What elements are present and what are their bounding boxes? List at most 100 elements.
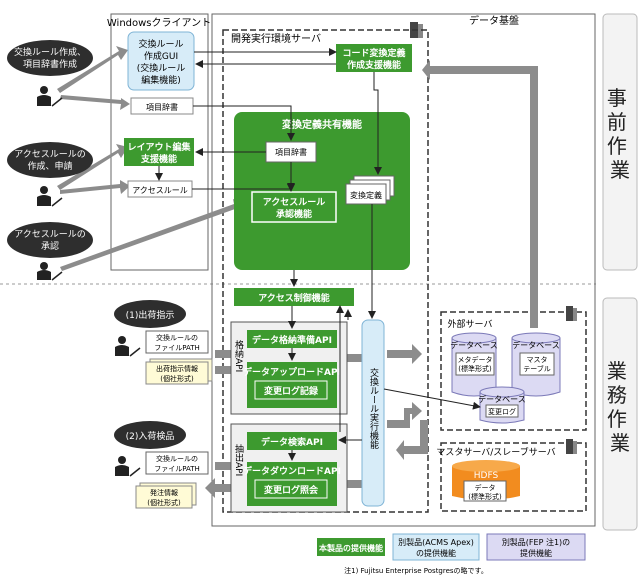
bubble-2-line-1: アクセスルールの: [14, 149, 86, 160]
data-platform-region: [211, 13, 596, 527]
access-approval-line-2: 承認機能: [276, 208, 312, 220]
pre-work-panel: [602, 13, 638, 271]
conv-def-label: 変換定義: [350, 190, 382, 200]
footnote: 注1) Fujitsu Enterprise Postgresの略です。: [344, 566, 488, 575]
operation-char-2: 務: [607, 383, 627, 407]
db2-doc-line-1: マスタ: [527, 355, 548, 364]
dict-to-shared-arrow: [193, 105, 295, 141]
legend-purple-line-2: 提供機能: [520, 548, 552, 558]
data-download-box: データダウンロードAPI 変更ログ照会: [243, 462, 341, 506]
legend-purple-swatch: [486, 533, 586, 561]
recv-path-line-1: 交換ルールの: [156, 454, 198, 463]
legend-blue-line-1: 別製品(ACMS Apex): [398, 537, 474, 547]
db2-cylinder: データベース マスタ テーブル: [511, 332, 561, 397]
user-5-icon: [115, 456, 141, 477]
change-log-record-label: 変更ログ記録: [264, 385, 319, 397]
data-search-label: データ検索API: [261, 436, 323, 448]
code-def-line-1: コード変換定義: [342, 47, 405, 59]
data-platform-title: データ基盤: [469, 14, 519, 27]
rule-gui-box: 交換ルール 作成GUI (交換ルール 編集機能): [127, 31, 195, 91]
db3-cylinder: データベース 変更ログ: [478, 386, 526, 424]
db1-label: データベース: [450, 340, 498, 350]
hdfs-doc-line-1: データ: [475, 483, 496, 492]
legend-green-label: 本製品の提供機能: [318, 543, 383, 553]
bubble-2-line-2: 作成、申請: [27, 160, 72, 172]
layout-edit-box: レイアウト編集 支援機能: [124, 138, 194, 166]
extract-to-order-arrow: [205, 478, 240, 498]
exec-func-box: 交換ルール実行機能: [361, 319, 385, 507]
recv-path-doc: 交換ルールの ファイルPATH: [145, 451, 209, 475]
pre-work-char-3: 作: [607, 134, 627, 158]
order-info-line-2: (個社形式): [147, 498, 181, 507]
db1-doc-line-1: メタデータ: [458, 355, 493, 364]
pre-work-char-4: 業: [610, 158, 630, 182]
bubble-5-text: (2)入荷検品: [126, 430, 175, 442]
master-slave-title: マスタサーバ/スレーブサーバ: [436, 446, 555, 458]
hdfs-cylinder: HDFS データ (標準形式): [452, 460, 520, 502]
client-dict-label: 項目辞書: [146, 102, 178, 112]
code-def-box: コード変換定義 作成支援機能: [336, 44, 412, 72]
windows-client-region: [110, 13, 209, 271]
access-approval-box: アクセスルール 承認機能: [251, 191, 337, 223]
legend: 本製品の提供機能 別製品(ACMS Apex) の提供機能 別製品(FEP 注1…: [317, 533, 586, 561]
bubble-5: (2)入荷検品: [114, 421, 186, 449]
exec-func-label: 交換ルール実行機能: [368, 367, 379, 450]
dev-server-title: 開発実行環境サーバ: [231, 32, 321, 45]
ship-info-line-1: 出荷指示情報: [156, 364, 198, 373]
gray-flow-arrows: [57, 46, 538, 498]
data-upload-box: データアップロードAPI 変更ログ記録: [243, 362, 341, 408]
dev-dict-label: 項目辞書: [275, 147, 307, 157]
user1-to-dict-arrow: [60, 95, 130, 110]
ship-path-line-1: 交換ルールの: [156, 333, 198, 342]
ship-info-doc: 出荷指示情報 (個社形式): [145, 358, 213, 385]
bubble-1: 交換ルール作成、 項目辞書作成: [7, 40, 93, 76]
data-upload-label: データアップロードAPI: [243, 366, 341, 378]
rule-gui-line-4: 編集機能): [141, 74, 181, 86]
exec-to-changelog-arrow: [383, 388, 481, 410]
layout-edit-line-2: 支援機能: [140, 153, 177, 165]
data-prep-box: データ格納準備API: [247, 330, 337, 348]
bubble-1-line-1: 交換ルール作成、: [14, 46, 86, 58]
operation-char-1: 業: [607, 359, 627, 383]
client-dict-doc: 項目辞書: [130, 97, 194, 115]
operation-label: 業 務 作 業: [607, 359, 633, 455]
data-prep-label: データ格納準備API: [252, 334, 332, 346]
bubble-3: アクセスルールの 承認: [7, 222, 93, 258]
bubble-2: アクセスルールの 作成、申請: [7, 142, 93, 178]
master-slave-region: [440, 442, 587, 512]
ship-info-line-2: (個社形式): [160, 374, 194, 383]
user2-to-layout-arrow: [57, 144, 128, 190]
user-3-icon: [37, 262, 63, 281]
layout-edit-line-1: レイアウト編集: [127, 141, 191, 153]
db2-doc-line-2: テーブル: [523, 364, 551, 373]
access-control-box: アクセス制御機能: [234, 288, 354, 306]
dev-server-region: [222, 29, 429, 513]
windows-client-title: Windowsクライアント: [107, 17, 211, 29]
pre-work-char-2: 前: [607, 110, 627, 134]
operation-char-3: 作: [607, 407, 627, 431]
legend-blue-swatch: [392, 533, 480, 561]
storage-api-label: 格納API: [233, 339, 244, 372]
data-download-label: データダウンロードAPI: [243, 465, 341, 477]
pre-work-label: 事 前 作 業: [607, 86, 633, 182]
bubble-3-line-2: 承認: [41, 240, 59, 252]
hdfs-title: HDFS: [474, 471, 499, 481]
conv-def-doc: 変換定義: [345, 175, 395, 205]
legend-green-swatch: [317, 538, 385, 556]
thin-arrows: [155, 48, 481, 461]
pre-work-char-1: 事: [607, 86, 627, 110]
master-table-to-code-def-arrow: [422, 60, 538, 328]
prep-to-exec-arrow: [336, 348, 382, 368]
rule-gui-line-1: 交換ルール: [138, 38, 183, 50]
master-server-icon: [566, 439, 577, 454]
bubble-1-line-2: 項目辞書作成: [23, 58, 77, 70]
user3-to-approval-arrow: [60, 199, 246, 271]
server-to-download-arrow: [396, 420, 428, 460]
db3-label: データベース: [478, 394, 526, 404]
extract-api-label: 抽出API: [233, 443, 244, 476]
order-info-line-1: 発注情報: [150, 488, 178, 497]
db2-label: データベース: [512, 340, 560, 350]
hdfs-doc-line-2: (標準形式): [468, 492, 502, 501]
access-approval-line-1: アクセスルール: [263, 197, 326, 208]
